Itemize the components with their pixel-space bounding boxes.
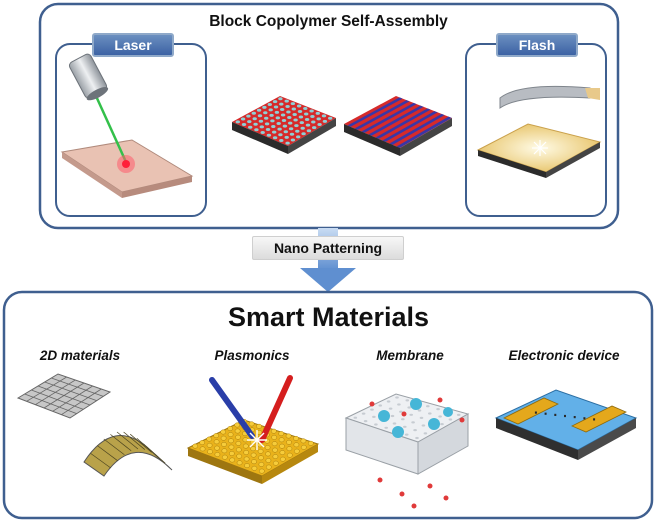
label-2d-materials: 2D materials bbox=[39, 348, 121, 363]
label-plasmonics: Plasmonics bbox=[214, 348, 290, 363]
laser-illustration bbox=[60, 53, 194, 198]
flash-illustration bbox=[476, 85, 602, 178]
lamellae-block bbox=[344, 96, 452, 156]
bottom-panel-frame bbox=[2, 290, 654, 520]
laser-tag: Laser bbox=[92, 33, 174, 57]
flash-tag: Flash bbox=[496, 33, 578, 57]
label-electronic-device: Electronic device bbox=[508, 348, 620, 363]
bottom-panel-title: Smart Materials bbox=[227, 302, 430, 332]
plasmonics-illustration bbox=[186, 375, 320, 484]
label-membrane: Membrane bbox=[376, 348, 444, 363]
nano-patterning-label: Nano Patterning bbox=[252, 236, 404, 260]
electronic-device-illustration bbox=[494, 389, 638, 460]
dot-array-block bbox=[232, 96, 336, 154]
2d-materials-illustration bbox=[16, 373, 173, 477]
top-panel-title: Block Copolymer Self-Assembly bbox=[209, 13, 448, 30]
membrane-illustration bbox=[344, 393, 470, 509]
